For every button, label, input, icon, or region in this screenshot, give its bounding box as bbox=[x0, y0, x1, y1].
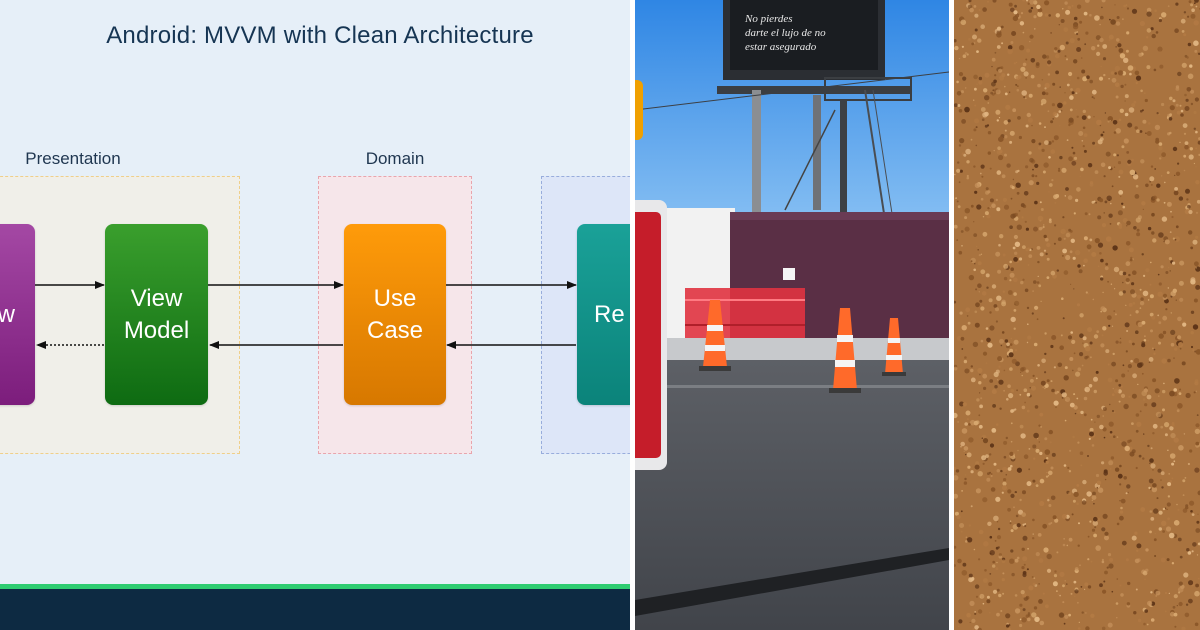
footer-bar bbox=[0, 589, 630, 630]
view-model-node: View Model bbox=[105, 224, 208, 405]
road bbox=[635, 360, 949, 630]
cork-texture-photo bbox=[954, 0, 1200, 630]
connectors bbox=[35, 281, 577, 349]
repository-node: Re bbox=[577, 224, 630, 405]
domain-layer-label: Domain bbox=[365, 149, 425, 168]
diagram-panel: Android: MVVM with Clean Architecture Pr… bbox=[0, 0, 630, 630]
traffic-cone-2 bbox=[829, 308, 861, 393]
street-photo: No pierdes darte el lujo de no estar ase… bbox=[635, 0, 949, 630]
traffic-cone-3 bbox=[882, 318, 906, 376]
view-node: w bbox=[0, 224, 35, 405]
utility-pole bbox=[752, 90, 761, 330]
billboard-text-3: estar asegurado bbox=[745, 41, 817, 53]
footer-accent-line bbox=[0, 584, 630, 589]
traffic-cone-1 bbox=[699, 300, 731, 371]
divider-2 bbox=[949, 0, 954, 630]
divider-1 bbox=[630, 0, 635, 630]
diagram-title: Android: MVVM with Clean Architecture bbox=[106, 22, 534, 49]
red-fence bbox=[685, 288, 805, 340]
billboard-text-1: No pierdes bbox=[744, 13, 793, 25]
billboard: No pierdes darte el lujo de no estar ase… bbox=[717, 0, 912, 101]
use-case-node: Use Case bbox=[344, 224, 446, 405]
presentation-layer-label: Presentation bbox=[25, 149, 121, 168]
blurred-stop-sign bbox=[635, 80, 667, 470]
billboard-text-2: darte el lujo de no bbox=[745, 27, 826, 39]
cork-texture bbox=[954, 0, 1200, 630]
street-scene: No pierdes darte el lujo de no estar ase… bbox=[635, 0, 949, 630]
